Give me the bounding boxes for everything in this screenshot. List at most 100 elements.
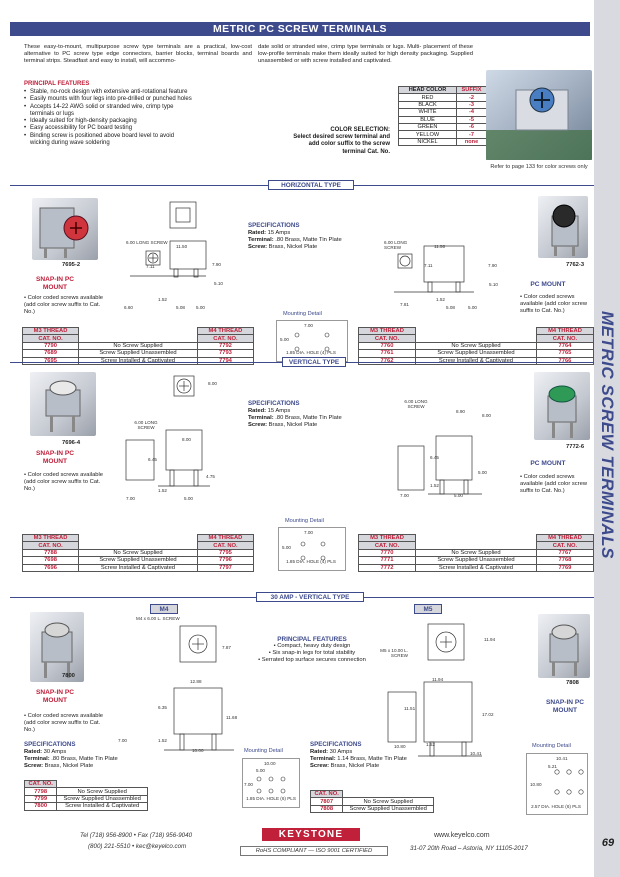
feature-item: Easy accessibility for PC board testing	[24, 125, 252, 133]
intro-paragraph-right: date solid or stranded wire, crimp type …	[258, 44, 473, 65]
dim-label: 5.00	[256, 768, 265, 773]
dim-label: 4.75	[206, 474, 215, 479]
terminal-photo-7695-2	[32, 198, 98, 260]
color-selection-text: COLOR SELECTION: Select desired screw te…	[290, 127, 390, 156]
mount-type-label: SNAP-IN PC MOUNT	[35, 276, 75, 291]
mounting-detail-label: Mounting Detail	[285, 518, 324, 524]
part-number: 7772-6	[566, 444, 585, 450]
page-title: METRIC PC SCREW TERMINALS	[10, 22, 590, 36]
spec-rated: Rated: 30 Amps	[24, 748, 67, 755]
mounting-detail-holes	[294, 332, 330, 352]
section-label-30amp: 30 AMP - VERTICAL TYPE	[256, 592, 364, 602]
mounting-detail-holes	[256, 776, 286, 794]
spec-terminal: Terminal: 1.14 Brass, Matte Tin Plate	[310, 755, 407, 762]
dim-label: 5.00	[196, 305, 205, 310]
dim-label: 7.11	[424, 263, 433, 268]
feature-item: Accepts 14-22 AWG solid or stranded wire…	[24, 104, 252, 112]
dim-label: 6.00 LONG SCREW	[134, 420, 158, 430]
side-title: METRIC SCREW TERMINALS	[598, 310, 617, 560]
footer-website[interactable]: www.keyelco.com	[434, 832, 490, 839]
table-header: CAT. NO.	[21, 334, 80, 343]
footer-phone: Tel (718) 956-8900 • Fax (718) 956-9040	[80, 832, 193, 839]
feature-item: Binding screw is positioned above board …	[24, 133, 252, 141]
dim-label: 7.00	[118, 738, 127, 743]
dim-label: 10.80	[530, 782, 542, 787]
feature-item: • Six snap-in legs for total stability	[268, 650, 356, 656]
dim-label: 5.08	[446, 305, 455, 310]
spec-heading: SPECIFICATIONS	[248, 222, 300, 229]
color-suffix: -7	[456, 130, 487, 139]
dim-label: 2.57 DIA. HOLE (6) PLS	[531, 804, 581, 809]
spec-screw: Screw: Brass, Nickel Plate	[248, 243, 318, 250]
spec-terminal: Terminal: .80 Brass, Matte Tin Plate	[24, 755, 118, 762]
dim-label: 6.45	[148, 457, 157, 462]
dim-label: 5.21	[548, 764, 557, 769]
feature-item: Stable, no-rock design with extensive an…	[24, 89, 252, 97]
dim-label: 11.94	[432, 677, 444, 682]
mounting-detail-label: Mounting Detail	[244, 748, 283, 754]
dim-label: 10.00	[264, 761, 276, 766]
dim-label: 10.41	[470, 751, 482, 756]
dim-label: 5.00	[280, 337, 289, 342]
dim-label: 11.68	[226, 715, 238, 720]
mounting-detail-box	[526, 753, 588, 815]
dim-label: 10.00	[192, 748, 204, 753]
vertical-drawing-left	[125, 375, 210, 487]
photo-caption: Refer to page 133 for color screws only	[490, 164, 588, 170]
dim-label: 6.60	[124, 305, 133, 310]
spec-heading: SPECIFICATIONS	[24, 741, 76, 748]
spec-rated: Rated: 15 Amps	[248, 229, 291, 236]
side-band	[594, 0, 620, 877]
specifications-vertical: SPECIFICATIONS Rated: 15 Amps Terminal: …	[248, 400, 378, 429]
certification-line: RoHS COMPLIANT — ISO 9001 CERTIFIED	[240, 846, 388, 856]
mount-type-label: PC MOUNT	[530, 460, 566, 467]
thread-size-label-m5: M5	[414, 604, 442, 614]
dim-label: 8.00	[182, 437, 191, 442]
footer-contact[interactable]: (800) 221-5510 • kec@keyelco.com	[88, 843, 187, 850]
spec-rated: Rated: 15 Amps	[248, 407, 291, 414]
color-suffix: none	[456, 137, 487, 147]
dim-label: 12.88	[190, 679, 202, 684]
mounting-detail-label: Mounting Detail	[283, 311, 322, 317]
mounting-detail-box	[278, 527, 346, 571]
color-name: BLUE	[398, 115, 457, 124]
amp30-drawing-left	[164, 625, 234, 751]
dim-label: 5.00	[184, 496, 193, 501]
amp30-features: PRINCIPAL FEATURES • Compact, heavy duty…	[242, 636, 382, 664]
color-name: BLACK	[398, 100, 457, 110]
color-note: • Color coded screws available (add colo…	[520, 474, 588, 494]
color-table-header: HEAD COLOR	[398, 85, 457, 95]
mounting-detail-label: Mounting Detail	[532, 743, 571, 749]
spec-screw: Screw: Brass, Nickel Plate	[24, 762, 94, 769]
dim-label: 5.10	[489, 282, 498, 287]
feature-item: • Serrated top surface secures connectio…	[258, 657, 366, 663]
specifications-30amp-m5: SPECIFICATIONS Rated: 30 Amps Terminal: …	[310, 741, 440, 770]
dim-label: 6.35	[158, 705, 167, 710]
thread-size-label-m4: M4	[150, 604, 178, 614]
terminal-photo-7808	[538, 614, 590, 678]
horizontal-drawing-right	[394, 245, 474, 293]
dim-label: M5 x 10.00 L. SCREW	[380, 648, 408, 658]
dim-label: 6.45	[430, 455, 439, 460]
dim-label: 1.52	[158, 738, 167, 743]
dim-label: 1.85 DIA. HOLE (6) PLS	[246, 796, 296, 801]
color-name: RED	[398, 93, 457, 102]
mount-type-label: SNAP-IN PC MOUNT	[35, 450, 75, 465]
dim-label: 10.80	[394, 744, 406, 749]
dim-label: 7.00	[244, 782, 253, 787]
dim-label: 5.00	[454, 493, 463, 498]
mounting-detail-box	[242, 758, 300, 808]
feature-item-continued: wicking during wave soldering	[30, 140, 110, 147]
dim-label: 1.85 DIA. HOLE (4) PLS	[286, 559, 336, 564]
amp30-drawing-right	[387, 623, 482, 757]
mounting-detail-holes	[554, 769, 584, 795]
